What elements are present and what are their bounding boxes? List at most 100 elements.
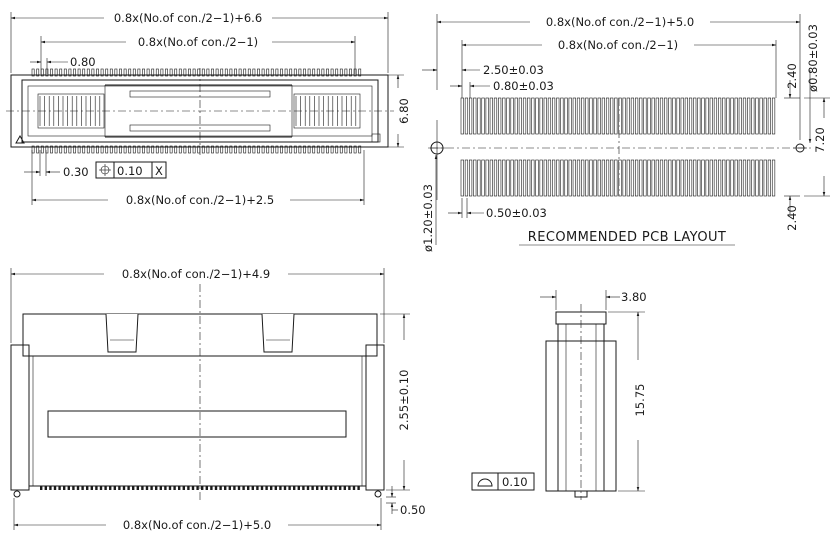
pcb-pad — [460, 159, 464, 197]
pin — [280, 68, 283, 77]
pcb-pad — [626, 159, 630, 197]
pcb-pad — [759, 97, 763, 135]
pin — [224, 486, 227, 490]
pcb-pad — [485, 97, 489, 135]
pin — [150, 486, 153, 490]
pcb-pad — [709, 159, 713, 197]
top-view-pins-upper — [31, 68, 362, 77]
pcb-pad — [747, 97, 751, 135]
pcb-dim-peg-hole-label: ø0.80±0.03 — [806, 24, 820, 92]
pin — [270, 68, 274, 77]
pin — [90, 486, 93, 490]
pin — [188, 145, 191, 154]
pin — [339, 145, 343, 154]
pcb-pad — [639, 97, 643, 135]
pin — [288, 486, 291, 490]
pin — [169, 145, 173, 154]
pin — [128, 68, 132, 77]
top-view-dim-inner-label: 0.8x(No.of con./2−1) — [138, 35, 258, 49]
pcb-pad — [502, 159, 506, 197]
pin — [183, 68, 187, 77]
pin — [168, 486, 172, 490]
pcb-pad — [688, 97, 693, 135]
pcb-pad — [518, 97, 522, 135]
pcb-pad — [738, 159, 742, 197]
pcb-pad — [734, 159, 738, 197]
pin — [251, 486, 254, 490]
pin — [344, 68, 348, 77]
pin — [293, 68, 297, 77]
pcb-dim-bottom-offset-label: 2.40 — [785, 205, 799, 231]
side-view-dim-width: 3.80 — [540, 290, 647, 310]
pin — [58, 486, 61, 490]
pcb-pad — [481, 97, 485, 135]
pcb-pad — [468, 97, 473, 135]
pcb-pad — [688, 159, 693, 197]
top-view-body — [6, 68, 394, 155]
pin — [160, 145, 164, 154]
pcb-pad — [705, 97, 709, 135]
pcb-dim-top-offset-label: 2.40 — [785, 63, 799, 89]
pcb-pad — [572, 97, 576, 135]
pin — [100, 68, 104, 77]
pin — [59, 145, 63, 154]
pin — [233, 486, 236, 490]
pcb-pad — [717, 97, 722, 135]
pcb-pad — [614, 159, 618, 197]
pin — [173, 486, 176, 490]
pcb-pad — [676, 97, 680, 135]
top-view-dim-overall: 0.8x(No.of con./2−1)+6.6 — [10, 11, 389, 73]
pin — [358, 145, 362, 154]
pin — [303, 68, 306, 77]
pin — [99, 486, 103, 490]
pcb-pad — [651, 159, 655, 197]
pin — [155, 486, 158, 490]
pcb-pad — [680, 159, 684, 197]
pcb-pad — [668, 159, 672, 197]
pin — [349, 68, 352, 77]
pcb-pad — [693, 97, 697, 135]
pcb-pad — [755, 97, 759, 135]
side-view-flatness-frame: 0.10 — [471, 472, 535, 491]
pcb-pad — [747, 159, 751, 197]
pin — [40, 486, 43, 490]
pin — [321, 68, 325, 77]
front-view-dim-height: 2.55±0.10 — [380, 313, 411, 491]
pcb-pad — [709, 97, 713, 135]
front-view-dim-overall-label: 0.8x(No.of con./2−1)+4.9 — [122, 267, 270, 281]
pin — [63, 145, 67, 154]
front-view-dim-standoff-label: 0.50 — [400, 503, 426, 517]
pcb-pad — [489, 97, 493, 135]
pin — [114, 68, 118, 77]
pin — [36, 145, 40, 154]
pin — [54, 68, 58, 77]
pcb-pad — [585, 97, 589, 135]
pcb-pad — [697, 97, 701, 135]
pin — [100, 145, 104, 154]
side-view-dim-width-label: 3.80 — [621, 290, 647, 304]
pcb-pad — [547, 159, 552, 197]
pcb-pad — [742, 159, 747, 197]
pin — [257, 145, 260, 154]
pin — [44, 486, 47, 490]
pcb-pad — [514, 97, 518, 135]
pin — [109, 486, 112, 490]
front-view-dim-overall: 0.8x(No.of con./2−1)+4.9 — [10, 267, 385, 343]
pcb-pad — [676, 159, 680, 197]
pcb-pad — [713, 159, 718, 197]
pcb-pad — [551, 159, 556, 197]
pin — [137, 68, 141, 77]
pcb-pad — [647, 97, 651, 135]
pin — [229, 145, 233, 154]
pin — [50, 68, 53, 77]
pcb-dim-overall: 0.8x(No.of con./2−1)+5.0 — [436, 14, 801, 140]
pin — [132, 145, 136, 154]
pin — [293, 145, 297, 154]
pcb-pad — [643, 159, 647, 197]
top-view-tolerance-value: 0.10 — [117, 164, 143, 178]
front-view-dim-bottom-label: 0.8x(No.of con./2−1)+5.0 — [123, 518, 271, 532]
top-view-dim-overall-label: 0.8x(No.of con./2−1)+6.6 — [114, 11, 262, 25]
pcb-pad — [680, 97, 684, 135]
pcb-pad — [763, 159, 767, 197]
